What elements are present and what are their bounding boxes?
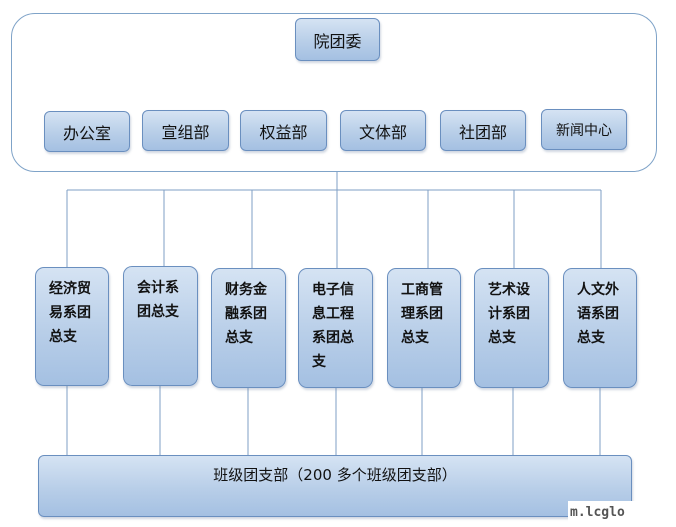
branch-node-business-admin: 工商管 理系团 总支 — [387, 268, 461, 388]
dept-node-office: 办公室 — [44, 111, 130, 152]
branch-node-electronic-info: 电子信 息工程 系团总 支 — [298, 268, 373, 388]
branch-node-humanities-languages: 人文外 语系团 总支 — [563, 268, 637, 388]
dept-node-news-center: 新闻中心 — [541, 109, 627, 150]
dept-node-clubs: 社团部 — [440, 110, 526, 151]
dept-node-culture-sports: 文体部 — [340, 110, 426, 151]
branch-node-economics-trade: 经济贸 易系团 总支 — [35, 267, 109, 386]
top-node-yuantuanwei: 院团委 — [295, 18, 380, 61]
branch-node-accounting: 会计系 团总支 — [123, 266, 198, 386]
dept-node-rights: 权益部 — [240, 110, 327, 151]
watermark-text: m.lcglo — [568, 501, 676, 527]
bottom-node-class-branches: 班级团支部（200 多个班级团支部） — [38, 455, 632, 517]
branch-node-finance: 财务金 融系团 总支 — [211, 268, 286, 388]
dept-node-propaganda: 宣组部 — [142, 110, 229, 151]
branch-node-art-design: 艺术设 计系团 总支 — [474, 268, 549, 388]
